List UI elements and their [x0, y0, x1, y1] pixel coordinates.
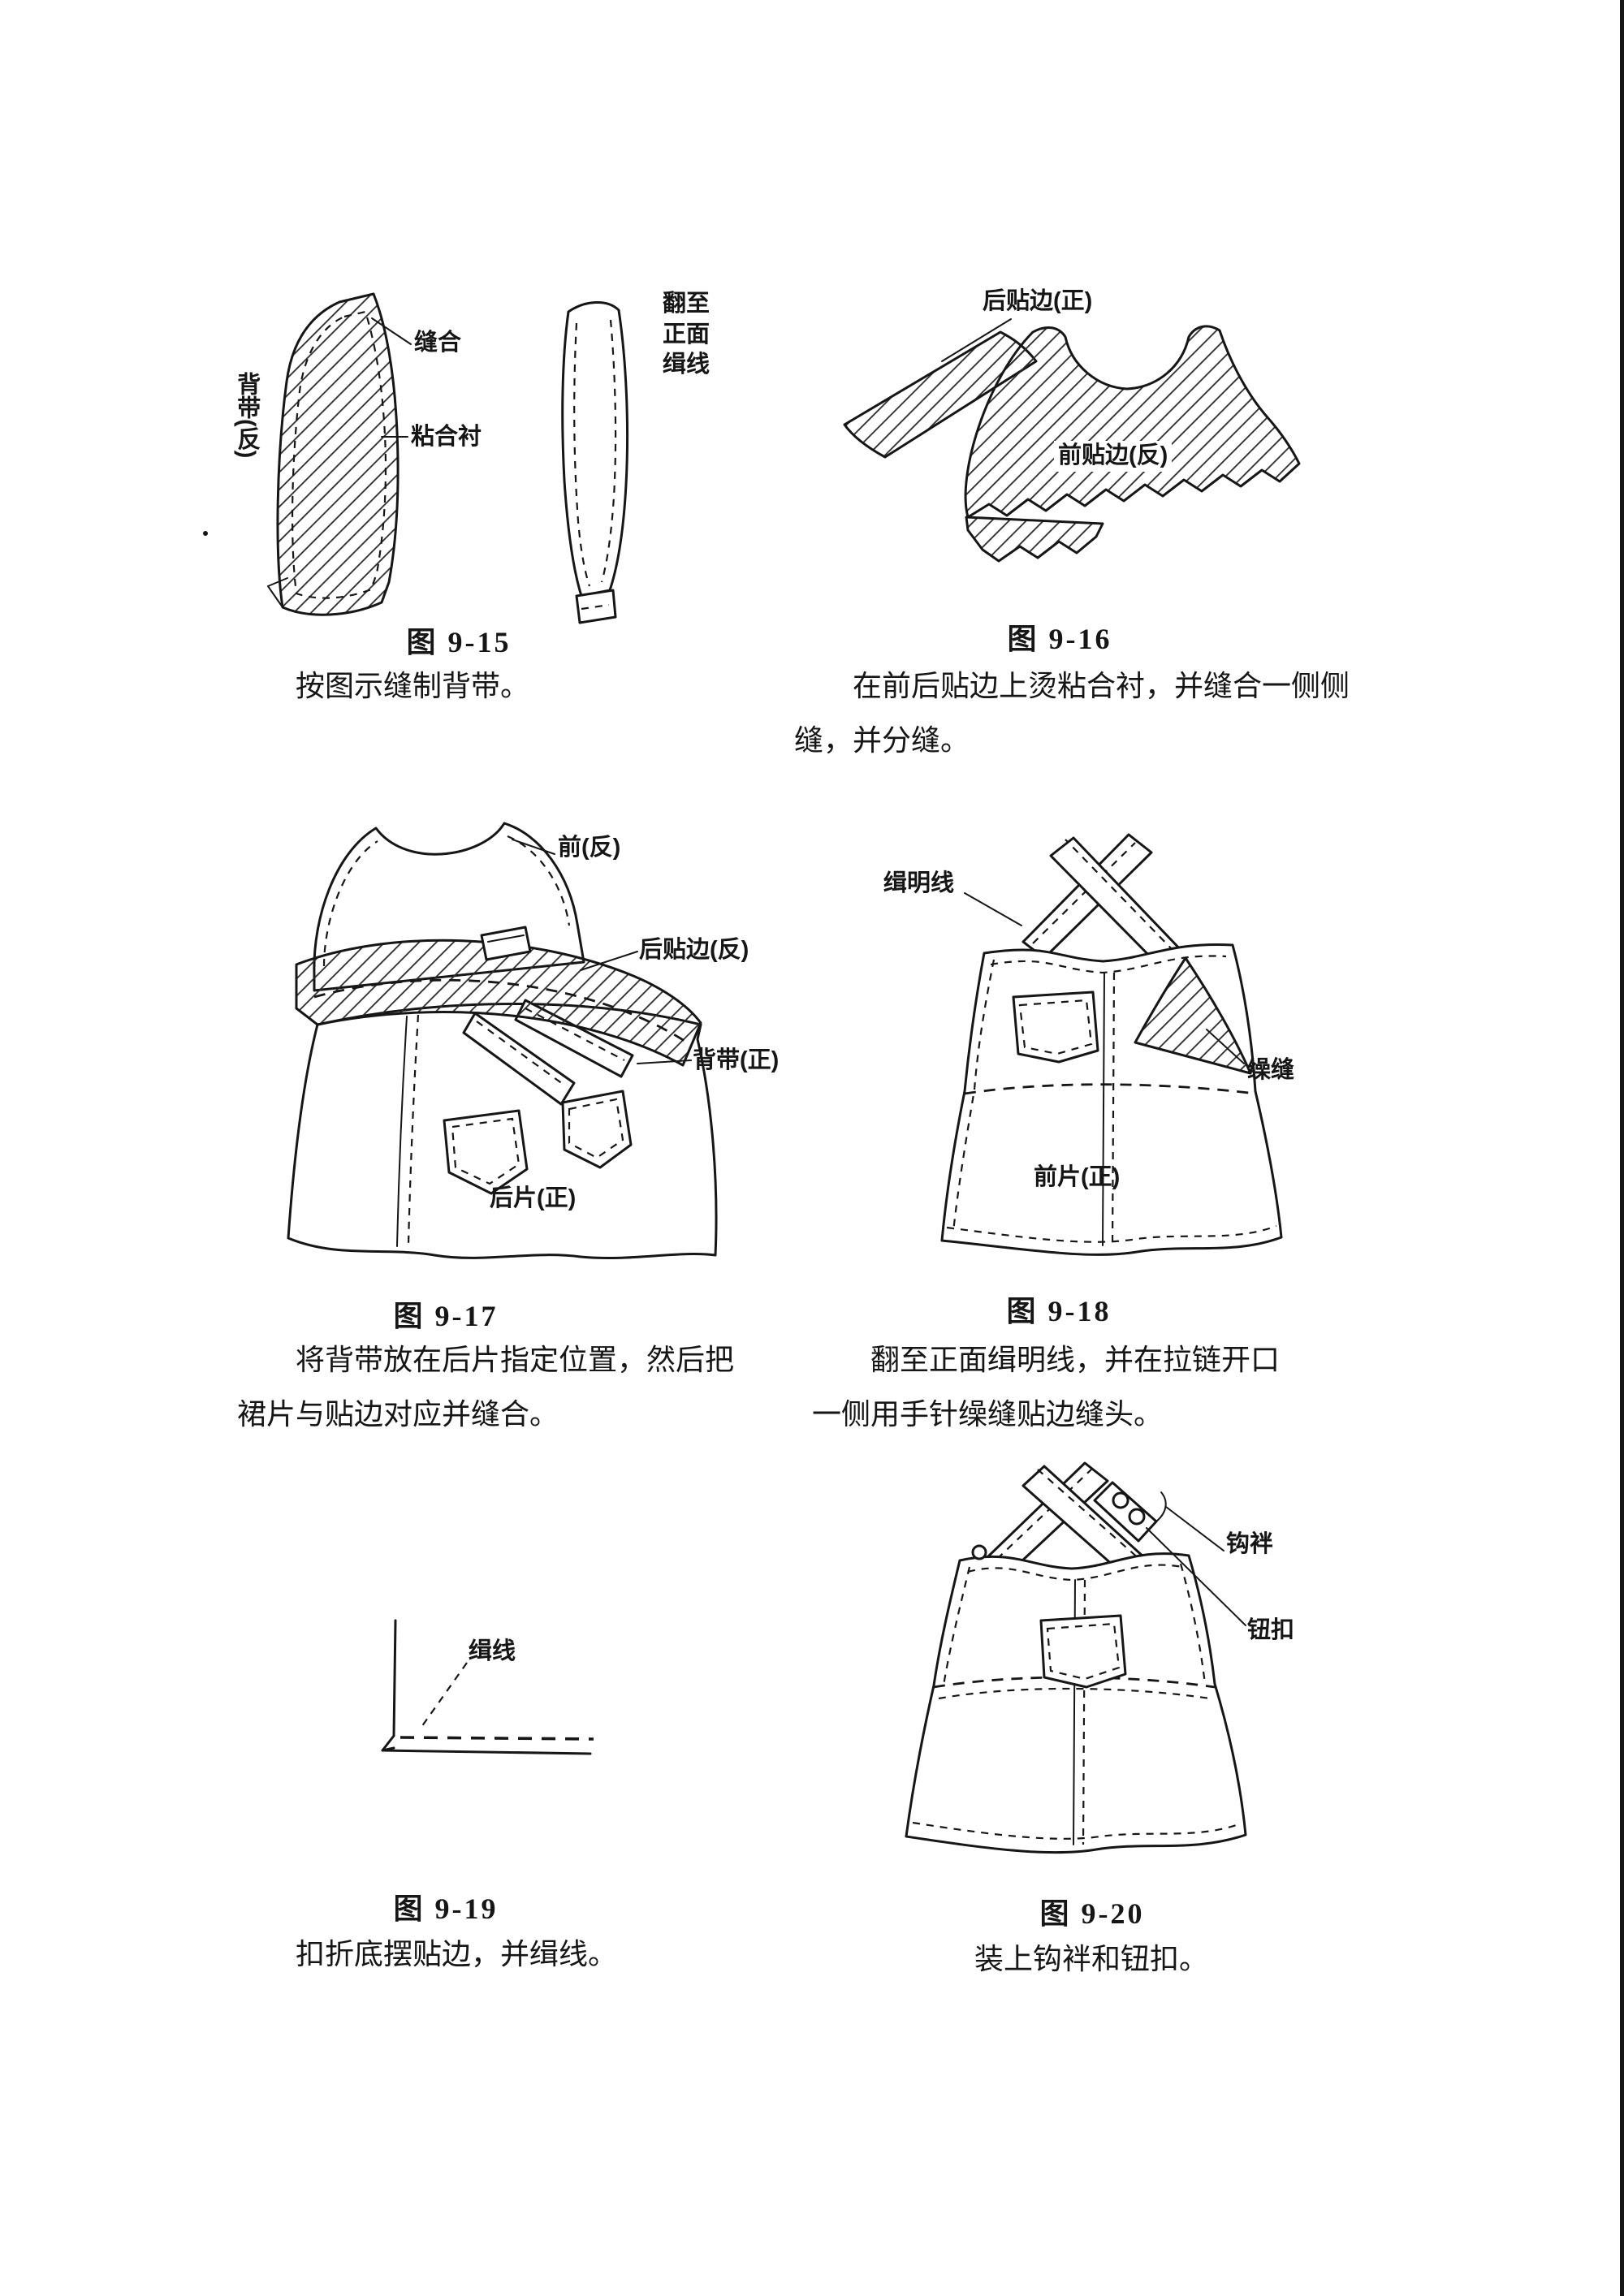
- facing-flap-drawing: [1134, 956, 1252, 1075]
- button-left: [971, 1544, 987, 1560]
- back-facing-drawing: [843, 330, 1038, 459]
- hem-stitch-line: [400, 1736, 594, 1741]
- label-slipstitch: 缲缝: [1247, 1057, 1295, 1083]
- figure-9-18-text: 翻至正面缉明线，并在拉链开口一侧用手针缲缝贴边缝头。: [812, 1344, 1281, 1431]
- figure-9-19-text: 扣折底摆贴边，并缉线。: [296, 1938, 618, 1970]
- back-facing-leader-line: [941, 318, 1012, 362]
- figure-9-16-text: 在前后贴边上烫粘合衬，并缝合一侧侧缝，并分缝。: [794, 670, 1350, 757]
- label-sew: 缝合: [414, 330, 462, 356]
- front-facing-drawing: [964, 325, 1301, 519]
- page-edge-shadow: [1620, 0, 1624, 2296]
- label-back-facing-right: 后贴边(正): [983, 288, 1093, 314]
- label-front-piece-right-side: 前片(正): [1034, 1164, 1121, 1190]
- label-back-facing-reverse: 后贴边(反): [639, 937, 749, 963]
- figure-9-18: 缉明线 缲缝 前片(正): [861, 822, 1348, 1272]
- figure-9-16: 后贴边(正) 前贴边(反): [828, 280, 1332, 593]
- garment-drawing: [905, 1544, 1247, 1854]
- back-facing-leader-line: [580, 951, 638, 971]
- figure-9-20-drawing: [905, 1461, 1247, 1854]
- figure-9-20: 钩袢 钮扣: [828, 1453, 1315, 1880]
- hook-leader-line: [1165, 1506, 1224, 1552]
- label-hook: 钩袢: [1226, 1531, 1274, 1557]
- strap-leader-line: [637, 1060, 692, 1064]
- strap-left-drawing: [267, 292, 400, 616]
- figure-9-16-caption: 图 9-16: [1007, 623, 1112, 655]
- button-leader-line: [1146, 1527, 1246, 1626]
- figure-9-16-drawing: [843, 318, 1301, 563]
- figure-9-17-text: 将背带放在后片指定位置，然后把裙片与贴边对应并缝合。: [237, 1344, 735, 1431]
- button-top: [1112, 1491, 1129, 1509]
- label-button: 钮扣: [1247, 1617, 1295, 1643]
- hem-bottom-edge: [381, 1749, 592, 1755]
- strap-end-tab-drawing: [480, 926, 532, 961]
- label-front-reverse: 前(反): [558, 835, 621, 861]
- scan-speck: [203, 531, 208, 536]
- sew-leader-line: [371, 317, 412, 345]
- label-turn-topstitch: 翻至正面缉线: [663, 291, 710, 378]
- straps-crossed-drawing: [1021, 833, 1186, 971]
- figure-9-20-text: 装上钩袢和钮扣。: [974, 1943, 1209, 1975]
- button-bottom: [1128, 1508, 1146, 1526]
- strap-right-drawing: [561, 300, 629, 624]
- figure-9-17-drawing: [287, 822, 718, 1259]
- figure-9-17-caption: 图 9-17: [393, 1300, 499, 1332]
- label-back-piece-right-side: 后片(正): [490, 1185, 577, 1211]
- figure-9-15-text: 按图示缝制背带。: [296, 670, 530, 702]
- pockets-drawing: [443, 1090, 633, 1195]
- label-fusible: 粘合衬: [411, 424, 482, 450]
- label-strap-right-side: 背带(正): [693, 1047, 780, 1073]
- stitch-leader-line: [419, 1662, 468, 1730]
- strap-end: [1093, 1481, 1158, 1543]
- figure-9-15: 背带(反) 缝合 粘合衬 翻至正面缉线: [234, 276, 747, 650]
- figure-9-15-caption: 图 9-15: [406, 626, 512, 658]
- front-reverse-leader-line: [512, 839, 555, 855]
- hem-corner-vertical-edge: [392, 1619, 397, 1737]
- label-strap-reverse: 背带(反): [233, 372, 260, 459]
- figure-9-19-caption: 图 9-19: [393, 1892, 499, 1925]
- figure-9-19: 缉线: [345, 1616, 605, 1786]
- label-stitch-line: 缉线: [469, 1638, 516, 1664]
- label-front-facing-reverse: 前贴边(反): [1054, 441, 1173, 472]
- straps-crossed-drawing: [986, 1461, 1167, 1586]
- figure-9-18-drawing: [940, 833, 1283, 1256]
- figure-9-19-drawing: [381, 1619, 594, 1755]
- hook-shape: [1155, 1491, 1167, 1522]
- label-topstitch: 缉明线: [883, 870, 955, 896]
- front-garment-drawing: [940, 943, 1283, 1256]
- figure-9-15-drawing: [267, 292, 629, 624]
- slipstitch-leader-line: [1206, 1029, 1245, 1064]
- topstitch-leader-line: [964, 892, 1022, 926]
- hem-fold-corner: [381, 1734, 395, 1752]
- front-facing-lower-edge-drawing: [965, 516, 1104, 563]
- figure-9-20-caption: 图 9-20: [1039, 1897, 1145, 1930]
- back-facing-band-drawing: [295, 939, 702, 1067]
- pocket-drawing: [1012, 990, 1099, 1064]
- figure-9-18-caption: 图 9-18: [1006, 1295, 1112, 1327]
- pocket-drawing: [1039, 1614, 1127, 1689]
- figure-9-17: 前(反) 后贴边(反) 背带(正) 后片(正): [240, 804, 808, 1291]
